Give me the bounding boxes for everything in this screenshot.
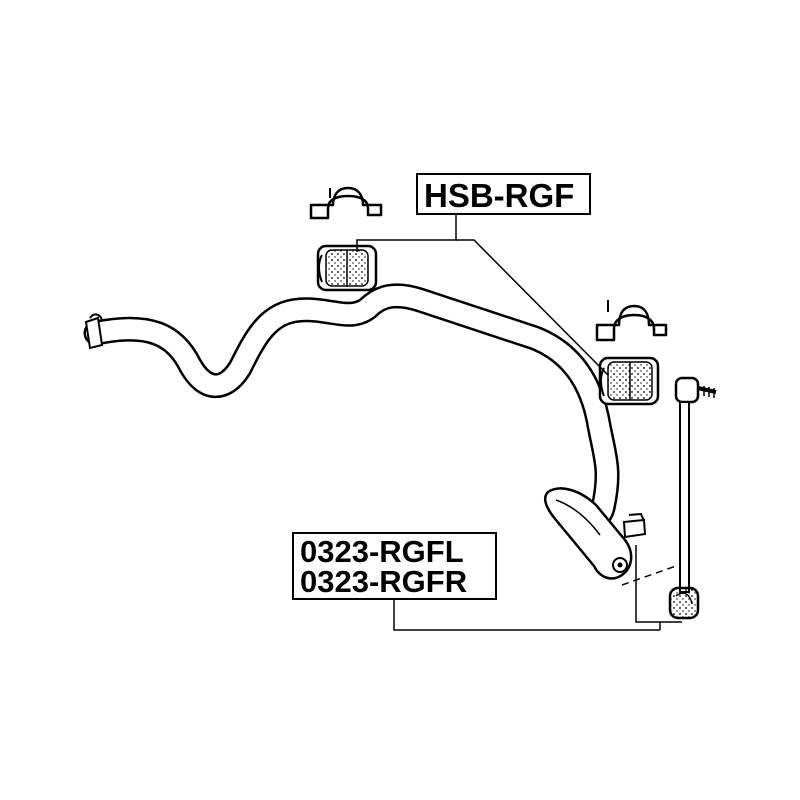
link-part-number-left: 0323-RGFL [300,534,464,569]
bushing-bracket-right [595,300,668,342]
stabilizer-link [668,376,717,620]
bushing-part-label: HSB-RGF [416,173,591,215]
alignment-dashed-line [621,565,677,586]
link-part-label: 0323-RGFL 0323-RGFR [292,532,497,600]
link-part-number-right: 0323-RGFR [300,564,468,599]
stabilizer-end-arm [544,487,633,580]
stabilizer-bar [83,283,620,531]
bushing-right [598,356,660,406]
bushing-left [316,244,378,292]
bushing-part-number: HSB-RGF [424,177,575,214]
leader-lines-link [393,545,682,631]
leader-lines-bushing [356,214,609,376]
bushing-bracket-left [309,186,383,220]
nut [622,512,647,539]
